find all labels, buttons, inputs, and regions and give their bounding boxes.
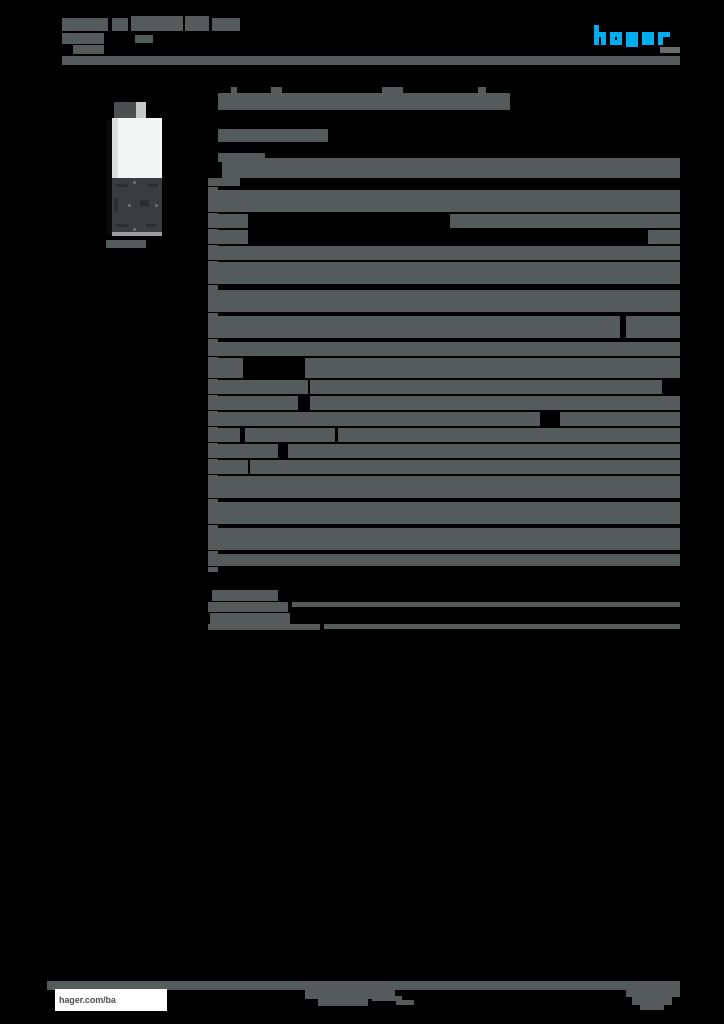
- table-cell-value: [310, 380, 662, 394]
- main-title-ascender-1: [231, 87, 237, 94]
- product-left-edge: [107, 120, 112, 235]
- table-cell-label: [208, 476, 680, 498]
- table-cell-value: [626, 316, 680, 338]
- page-title: [218, 93, 510, 110]
- table-cell-value: [324, 624, 680, 629]
- footer-right-block-2: [632, 997, 672, 1005]
- table-cell-value: [310, 396, 680, 410]
- table-row-marker: [208, 567, 218, 572]
- product-lower-housing: [112, 178, 162, 236]
- table-cell-label: [208, 316, 620, 338]
- header-title-block-2: [112, 18, 128, 31]
- table-cell-label: [208, 554, 680, 566]
- header-title-block-5: [212, 18, 240, 31]
- table-cell-label: [208, 412, 540, 426]
- product-tab-highlight: [136, 102, 146, 120]
- table-cell-value: [305, 358, 680, 378]
- footer-right-block-1: [626, 988, 680, 997]
- footer-center-block-2: [318, 999, 368, 1006]
- table-cell-label: [208, 460, 248, 474]
- table-cell-label: [208, 290, 680, 312]
- table-cell-value: [245, 428, 335, 442]
- product-upper-housing-shadow: [112, 118, 118, 178]
- product-connector-tab: [114, 102, 136, 122]
- table-cell-label: [208, 444, 278, 458]
- table-cell-value: [338, 428, 680, 442]
- table-cell-label: [208, 342, 248, 356]
- header-subtitle-block-3: [73, 45, 104, 54]
- table-cell-value: [560, 412, 680, 426]
- main-title-ascender-2: [271, 87, 282, 94]
- product-image-caption: [106, 240, 146, 248]
- footer-right-block-3: [640, 1005, 664, 1010]
- section-subheading: [218, 129, 328, 142]
- table-row-marker: [208, 551, 218, 556]
- table-cell-label: [210, 613, 290, 624]
- table-cell-value: [450, 214, 680, 228]
- table-cell-label: [208, 358, 243, 378]
- footer-center-block-4: [396, 1000, 414, 1005]
- table-cell-label: [208, 502, 680, 524]
- main-title-ascender-3: [382, 87, 403, 94]
- table-cell-value: [250, 460, 680, 474]
- table-cell-value: [208, 178, 240, 186]
- table-cell-label: [212, 590, 278, 601]
- header-divider-rule: [62, 56, 680, 65]
- table-cell-label: [208, 262, 680, 284]
- table-cell-label: [208, 246, 680, 260]
- logo-underline: [660, 47, 680, 53]
- table-row-marker: [208, 525, 218, 530]
- product-base-strip: [112, 232, 162, 236]
- footer-divider-rule: [47, 981, 680, 990]
- table-row-marker: [208, 187, 218, 192]
- product-upper-housing: [112, 118, 162, 178]
- header-title-block-1: [62, 18, 108, 31]
- table-section-label: [218, 153, 265, 162]
- footer-center-block-1: [305, 990, 395, 999]
- footer-url[interactable]: hager.com/ba: [55, 989, 167, 1011]
- page-header: [0, 0, 724, 80]
- table-cell-value: [648, 230, 680, 244]
- header-title-block-4: [185, 16, 209, 31]
- table-cell-label: [208, 624, 320, 630]
- table-cell-label: [208, 428, 240, 442]
- header-subtitle-block-2: [135, 35, 153, 43]
- table-row-marker: [208, 339, 218, 344]
- header-subtitle-block-1: [62, 33, 104, 44]
- header-title-block-3: [131, 16, 183, 31]
- table-cell-value: [240, 342, 680, 356]
- hager-logo: [594, 25, 672, 47]
- table-row-marker: [208, 313, 218, 318]
- table-cell-value: [288, 444, 680, 458]
- table-cell-label: [208, 230, 248, 244]
- table-cell-label: [208, 528, 680, 550]
- table-cell-value: [292, 602, 680, 607]
- table-cell-label: [208, 214, 248, 228]
- table-cell-label: [208, 602, 288, 612]
- table-cell-label: [208, 396, 298, 410]
- table-row-marker: [208, 285, 218, 290]
- product-image: [50, 88, 180, 263]
- table-cell-label: [208, 190, 680, 212]
- table-cell-label: [222, 158, 680, 178]
- main-title-ascender-4: [478, 87, 486, 94]
- table-cell-label: [208, 380, 308, 394]
- footer-center-block-3: [372, 996, 402, 1001]
- table-row-marker: [208, 499, 218, 504]
